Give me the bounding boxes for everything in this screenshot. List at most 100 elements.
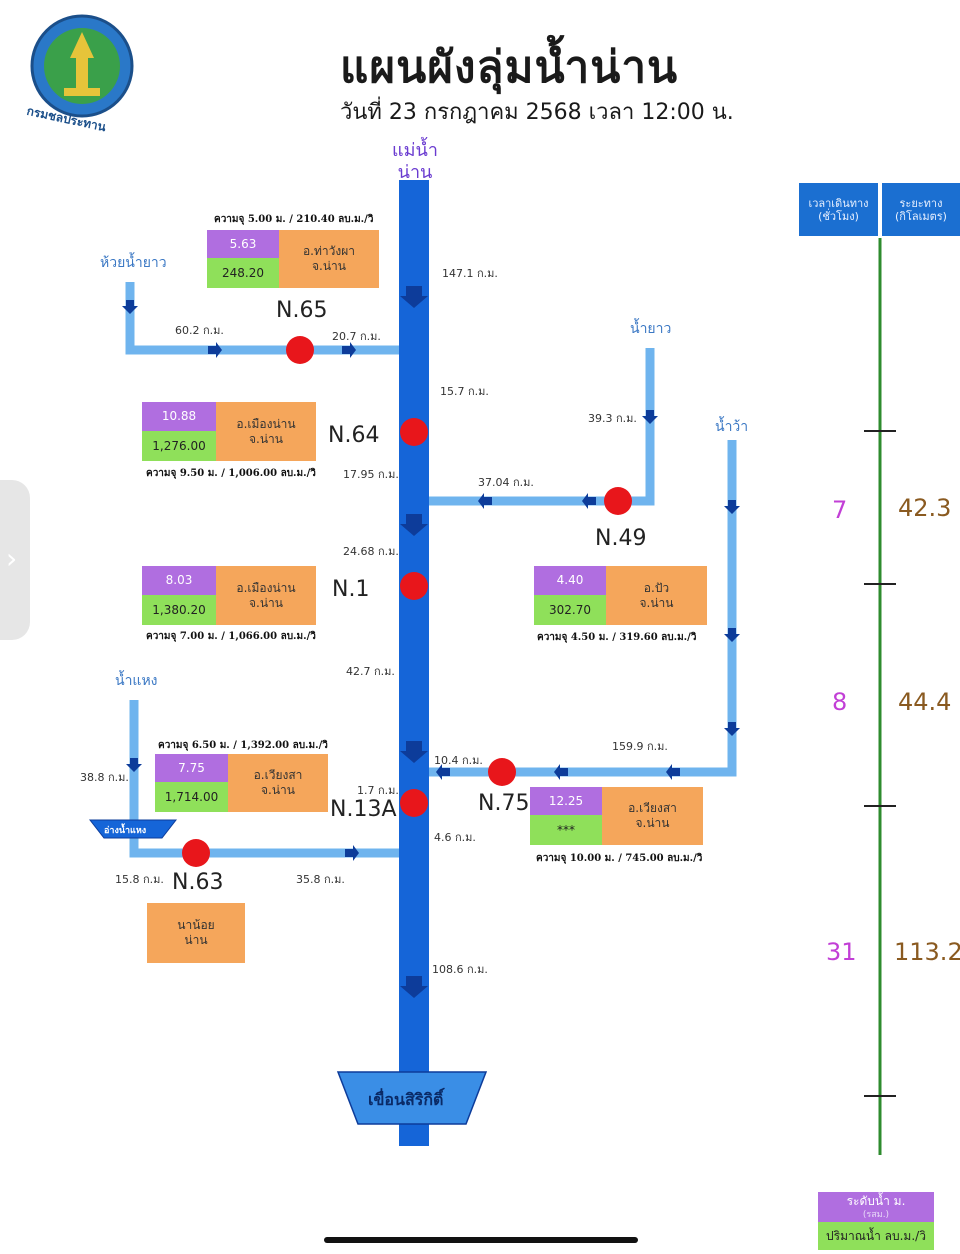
station-capacity-n64: ความจุ 9.50 ม. / 1,006.00 ลบ.ม./วิ [146, 468, 316, 479]
station-name-n64: N.64 [328, 423, 380, 448]
water-flow-value: *** [530, 815, 602, 845]
water-flow-value: 302.70 [534, 595, 606, 625]
distance-value: 113.2 [894, 938, 960, 966]
water-level-value: 12.25 [530, 787, 602, 815]
flow-arrow [126, 758, 142, 772]
station-dots [182, 336, 632, 867]
water-flow-value: 1,714.00 [155, 782, 228, 812]
station-box-n65: 5.63 248.20 อ.ท่าวังผา จ.น่าน [207, 230, 379, 288]
distance-label: 42.7 ก.ม. [346, 665, 395, 678]
water-level-value: 5.63 [207, 230, 279, 258]
station-location: อ.เวียงสา จ.น่าน [228, 754, 328, 812]
station-box-n1: 8.03 1,380.20 อ.เมืองน่าน จ.น่าน [142, 566, 316, 625]
flow-arrow [400, 514, 428, 536]
station-dot-n49 [604, 487, 632, 515]
station-capacity-n75: ความจุ 10.00 ม. / 745.00 ลบ.ม./วิ [536, 853, 703, 864]
flow-arrow [478, 493, 492, 509]
station-location: อ.เมืองน่าน จ.น่าน [216, 402, 316, 461]
flow-arrow [666, 764, 680, 780]
flow-arrow [400, 286, 428, 308]
page-title: แผนผังลุ่มน้ำน่าน [340, 42, 679, 93]
station-dot-n65 [286, 336, 314, 364]
flow-arrow [345, 845, 359, 861]
flow-arrow [724, 628, 740, 642]
nam-haeng-label: น้ำแหง [115, 673, 158, 689]
station-name-n75: N.75 [478, 791, 530, 816]
distance-label: 17.95 ก.ม. [343, 468, 399, 481]
travel-time-value: 31 [826, 938, 857, 966]
station-location: อ.ท่าวังผา จ.น่าน [279, 230, 379, 288]
flow-arrows [122, 286, 740, 998]
distance-label: 4.6 ก.ม. [434, 831, 476, 844]
distance-label: 24.68 ก.ม. [343, 545, 399, 558]
main-river-label: แม่น้ำน่าน [392, 140, 438, 183]
station-name-n63: N.63 [172, 870, 224, 895]
station-dot-n75 [488, 758, 516, 786]
main-river [399, 180, 429, 1146]
distance-header: ระยะทาง (กิโลเมตร) [882, 183, 960, 236]
timeline-ticks [864, 430, 896, 1097]
nam-haeng-reservoir-shape [88, 819, 178, 839]
flow-arrow [400, 741, 428, 763]
station-location: อ.ปัว จ.น่าน [606, 566, 707, 625]
station-name-n49: N.49 [595, 526, 647, 551]
station-location: อ.เวียงสา จ.น่าน [602, 787, 703, 845]
distance-value: 42.3 [898, 494, 952, 522]
station-location: อ.เมืองน่าน จ.น่าน [216, 566, 316, 625]
station-dot-n63 [182, 839, 210, 867]
legend-water-level: ระดับน้ำ ม. (รสม.) [818, 1192, 934, 1222]
station-capacity-n1: ความจุ 7.00 ม. / 1,066.00 ลบ.ม./วิ [146, 631, 316, 642]
nam-wa-label: น้ำว้า [715, 419, 749, 435]
station-capacity-n13a: ความจุ 6.50 ม. / 1,392.00 ลบ.ม./วิ [158, 740, 328, 751]
station-location-n63: นาน้อย น่าน [147, 903, 245, 963]
nam-haeng-river [129, 700, 400, 858]
flow-arrow [724, 722, 740, 736]
flow-arrow [122, 300, 138, 314]
travel-time-value: 8 [832, 688, 848, 716]
distance-label: 1.7 ก.ม. [357, 784, 399, 797]
distance-label: 38.8 ก.ม. [80, 771, 129, 784]
flow-arrow [642, 410, 658, 424]
water-level-value: 8.03 [142, 566, 216, 595]
chevron-right-icon: › [6, 542, 18, 575]
page-subtitle: วันที่ 23 กรกฎาคม 2568 เวลา 12:00 น. [340, 100, 734, 125]
distance-label: 39.3 ก.ม. [588, 412, 637, 425]
flow-arrow [208, 342, 222, 358]
nam-yao-label: น้ำยาว [630, 321, 672, 337]
legend-water-level-label: ระดับน้ำ ม. [846, 1194, 906, 1208]
legend-water-level-sub: (รสม.) [862, 1210, 890, 1220]
travel-time-value: 7 [832, 496, 848, 524]
distance-value: 44.4 [898, 688, 952, 716]
flow-arrow [400, 976, 428, 998]
station-name-n65: N.65 [276, 298, 328, 323]
flow-arrow [582, 493, 596, 509]
station-box-n49: 4.40 302.70 อ.ปัว จ.น่าน [534, 566, 707, 625]
water-flow-value: 1,276.00 [142, 431, 216, 461]
side-panel-handle[interactable]: › [0, 480, 30, 640]
distance-label: 147.1 ก.ม. [442, 267, 498, 280]
station-name-n1: N.1 [332, 577, 370, 602]
royal-irrigation-logo: กรมชลประทาน [24, 10, 144, 140]
station-capacity-n65: ความจุ 5.00 ม. / 210.40 ลบ.ม./วิ [214, 214, 374, 225]
legend-water-flow: ปริมาณน้ำ ลบ.ม./วิ [818, 1222, 934, 1250]
distance-label: 37.04 ก.ม. [478, 476, 534, 489]
distance-label: 60.2 ก.ม. [175, 324, 224, 337]
flow-arrow [342, 342, 356, 358]
home-indicator[interactable] [324, 1237, 638, 1243]
water-flow-value: 1,380.20 [142, 595, 216, 625]
distance-label: 15.8 ก.ม. [115, 873, 164, 886]
distance-label: 108.6 ก.ม. [432, 963, 488, 976]
nam-wa-river [428, 440, 737, 777]
station-dot-n1 [400, 572, 428, 600]
water-flow-value: 248.20 [207, 258, 279, 288]
flow-arrow [554, 764, 568, 780]
station-box-n13a: 7.75 1,714.00 อ.เวียงสา จ.น่าน [155, 754, 328, 812]
station-capacity-n49: ความจุ 4.50 ม. / 319.60 ลบ.ม./วิ [537, 632, 697, 643]
water-level-value: 7.75 [155, 754, 228, 782]
sirikit-dam-label: เขื่อนสิริกิติ์ [368, 1090, 444, 1109]
huai-nam-yao-label: ห้วยน้ำยาว [100, 255, 167, 271]
water-level-value: 4.40 [534, 566, 606, 595]
distance-label: 35.8 ก.ม. [296, 873, 345, 886]
flow-arrow [436, 764, 450, 780]
